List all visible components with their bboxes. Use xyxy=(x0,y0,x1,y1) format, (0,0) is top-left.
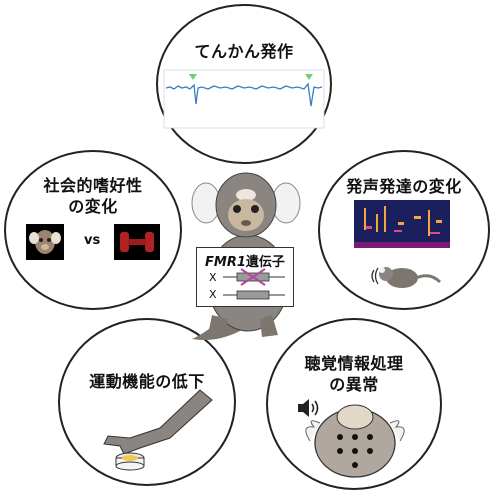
gene-label: FMR1遺伝子 xyxy=(205,251,285,270)
seizure-marker-icon xyxy=(305,74,313,80)
chromosome-x-label-1: X xyxy=(209,271,217,284)
gene-name: FMR1 xyxy=(205,255,246,270)
electrode-dots xyxy=(337,434,373,468)
auditory-title-line1: 聴覚情報処理 xyxy=(304,354,404,373)
motor-title: 運動機能の低下 xyxy=(89,372,205,391)
auditory-title-line2: の異常 xyxy=(329,375,379,394)
vocalizing-monkey-icon xyxy=(371,267,442,288)
seizure-marker-icon xyxy=(189,74,197,80)
seizure-title: てんかん発作 xyxy=(194,42,294,61)
food-cup-icon xyxy=(115,452,145,471)
chromosome-x-label-2: X xyxy=(209,288,217,301)
chromosome-diagram xyxy=(223,268,285,300)
dumbbell-icon xyxy=(114,224,160,260)
fmr1-gene-box: FMR1遺伝子 X X xyxy=(196,247,294,307)
eeg-trace-line xyxy=(165,82,323,107)
marmoset-head-electrodes xyxy=(305,404,405,478)
hand-icon xyxy=(103,389,213,455)
sound-wave-icon xyxy=(371,267,379,285)
gene-suffix: 遺伝子 xyxy=(245,255,285,270)
vs-label: vs xyxy=(84,233,101,248)
social-title-line2: の変化 xyxy=(68,197,118,216)
monkey-face-stimulus xyxy=(26,224,64,260)
speaker-icon xyxy=(298,399,319,417)
eeg-trace-chart xyxy=(163,69,325,129)
reaching-hand-illustration xyxy=(103,389,213,471)
spectrogram xyxy=(354,200,450,248)
social-title-line1: 社会的嗜好性 xyxy=(43,176,143,195)
vocal-title: 発声発達の変化 xyxy=(346,177,462,196)
